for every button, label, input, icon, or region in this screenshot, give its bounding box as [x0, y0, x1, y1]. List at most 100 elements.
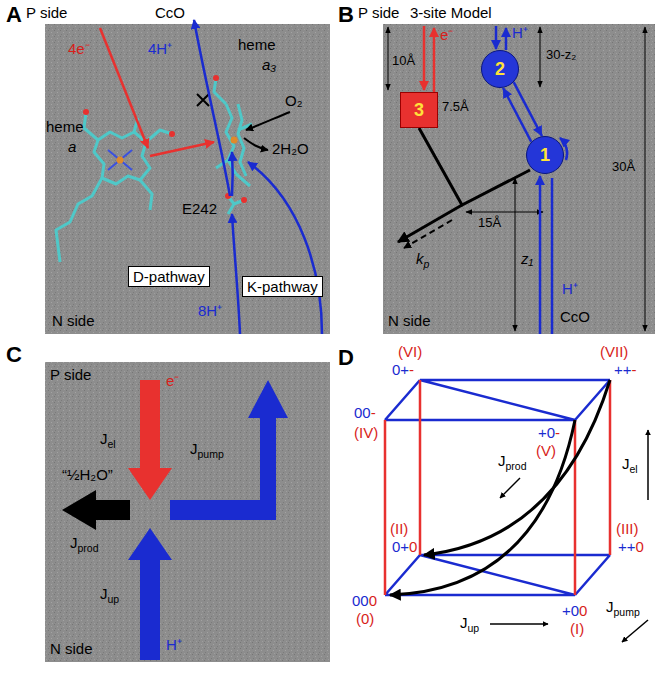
dimension-label: 15Å	[478, 216, 501, 231]
state-char: +	[400, 361, 409, 378]
subscript: el	[108, 438, 116, 450]
panel-letter: C	[6, 342, 22, 367]
state-number: (0)	[356, 610, 374, 627]
dimension-label: z₁	[521, 250, 533, 267]
heme-a	[169, 131, 175, 137]
state-char: +	[623, 361, 632, 378]
electron-arrow	[150, 142, 214, 156]
flux-arrow	[170, 380, 288, 520]
state-char: -	[555, 424, 560, 441]
site-number: 1	[540, 146, 550, 164]
subscript: el	[630, 463, 638, 475]
panel-ground	[45, 24, 655, 662]
dimension-label: 30-z₂	[546, 48, 576, 63]
proton-arrow	[551, 178, 554, 334]
dimension-arrow	[388, 27, 389, 90]
state-code: 0+0	[392, 538, 417, 555]
site-number: 3	[414, 101, 424, 119]
oxygen-arrow	[246, 112, 290, 130]
flux-arrow	[62, 490, 130, 530]
product-line	[398, 205, 462, 242]
state-char: 0	[579, 602, 587, 619]
flux-label: Jpump	[190, 440, 224, 457]
state-char: -	[632, 361, 637, 378]
state-char: 0	[352, 592, 360, 609]
dimension-arrow	[515, 178, 516, 331]
state-char: 0	[571, 602, 579, 619]
electron-arrow	[100, 28, 148, 148]
state-code: 00-	[354, 404, 376, 421]
panel-letter: B	[338, 2, 354, 27]
flux-label: Jel	[622, 455, 638, 472]
blocked-mark	[197, 94, 209, 106]
state-char: +	[618, 538, 627, 555]
dimension-label: 7.5Å	[442, 100, 469, 115]
state-char: 0	[636, 538, 644, 555]
heme-label: a	[68, 138, 76, 155]
dimension-arrow	[388, 27, 645, 331]
electron-arrow	[424, 26, 434, 92]
flux-label: Jprod	[70, 534, 99, 551]
state-code: +00	[562, 602, 587, 619]
state-cube-edge	[385, 380, 610, 595]
side-label: N side	[50, 640, 93, 657]
state-code: 0+-	[392, 361, 414, 378]
heme-a	[108, 150, 132, 170]
state-code: ++0	[618, 538, 644, 555]
subscript: prod	[78, 542, 99, 554]
flux-direction	[647, 430, 649, 500]
subscript: up	[468, 622, 480, 634]
panel-ground	[45, 24, 330, 334]
pathway-label: K-pathway	[242, 276, 323, 297]
state-char: +	[614, 361, 623, 378]
flux-arrow	[62, 380, 288, 660]
electron-arrow	[423, 26, 426, 90]
state-code: 000	[352, 592, 377, 609]
state-number: (II)	[390, 520, 408, 537]
production-curve	[390, 420, 575, 595]
blocked-mark	[197, 94, 209, 106]
state-number: (VII)	[600, 343, 628, 360]
state-cube-edge	[385, 380, 610, 595]
proton-arrow	[539, 176, 542, 334]
state-number: (IV)	[354, 424, 378, 441]
production-curve	[390, 380, 610, 595]
state-char: +	[538, 424, 547, 441]
subscript: pump	[198, 448, 224, 460]
state-char: 0	[354, 404, 362, 421]
flux-direction	[490, 430, 648, 642]
proton-label: 4H⁺	[148, 40, 172, 57]
product-line	[404, 220, 452, 248]
proton-label: H⁺	[562, 280, 578, 297]
proton-label: 8H⁺	[198, 302, 222, 319]
heme-label: heme	[238, 36, 276, 53]
dimension-label: 30Å	[612, 160, 635, 175]
electron-edge	[385, 380, 610, 595]
oxygen-arrow	[244, 138, 268, 150]
site-square: 3	[400, 92, 438, 128]
heme-a3	[213, 75, 219, 81]
side-label: N side	[52, 312, 95, 329]
state-char: 0	[369, 592, 377, 609]
flux-arrow	[128, 528, 172, 660]
electron-label: e⁻	[166, 372, 179, 389]
proton-transfer-arrow	[514, 82, 542, 136]
panel-letter: D	[338, 345, 354, 370]
heme-a3	[226, 104, 246, 176]
flux-direction	[622, 620, 648, 642]
heme-a	[94, 132, 150, 184]
panel-ground	[383, 24, 655, 334]
oxygen-label: O₂	[285, 92, 303, 109]
state-char: -	[409, 361, 414, 378]
subscript: up	[108, 593, 120, 605]
electron-arrow	[433, 28, 436, 92]
proton-path	[231, 152, 234, 196]
flux-arrow	[128, 380, 172, 500]
state-char: 0	[547, 424, 555, 441]
pathway-label: D-pathway	[128, 266, 210, 287]
heme-a	[117, 157, 124, 164]
electron-label: e⁻	[440, 26, 453, 43]
heme-label: heme	[46, 118, 84, 135]
state-char: +	[562, 602, 571, 619]
